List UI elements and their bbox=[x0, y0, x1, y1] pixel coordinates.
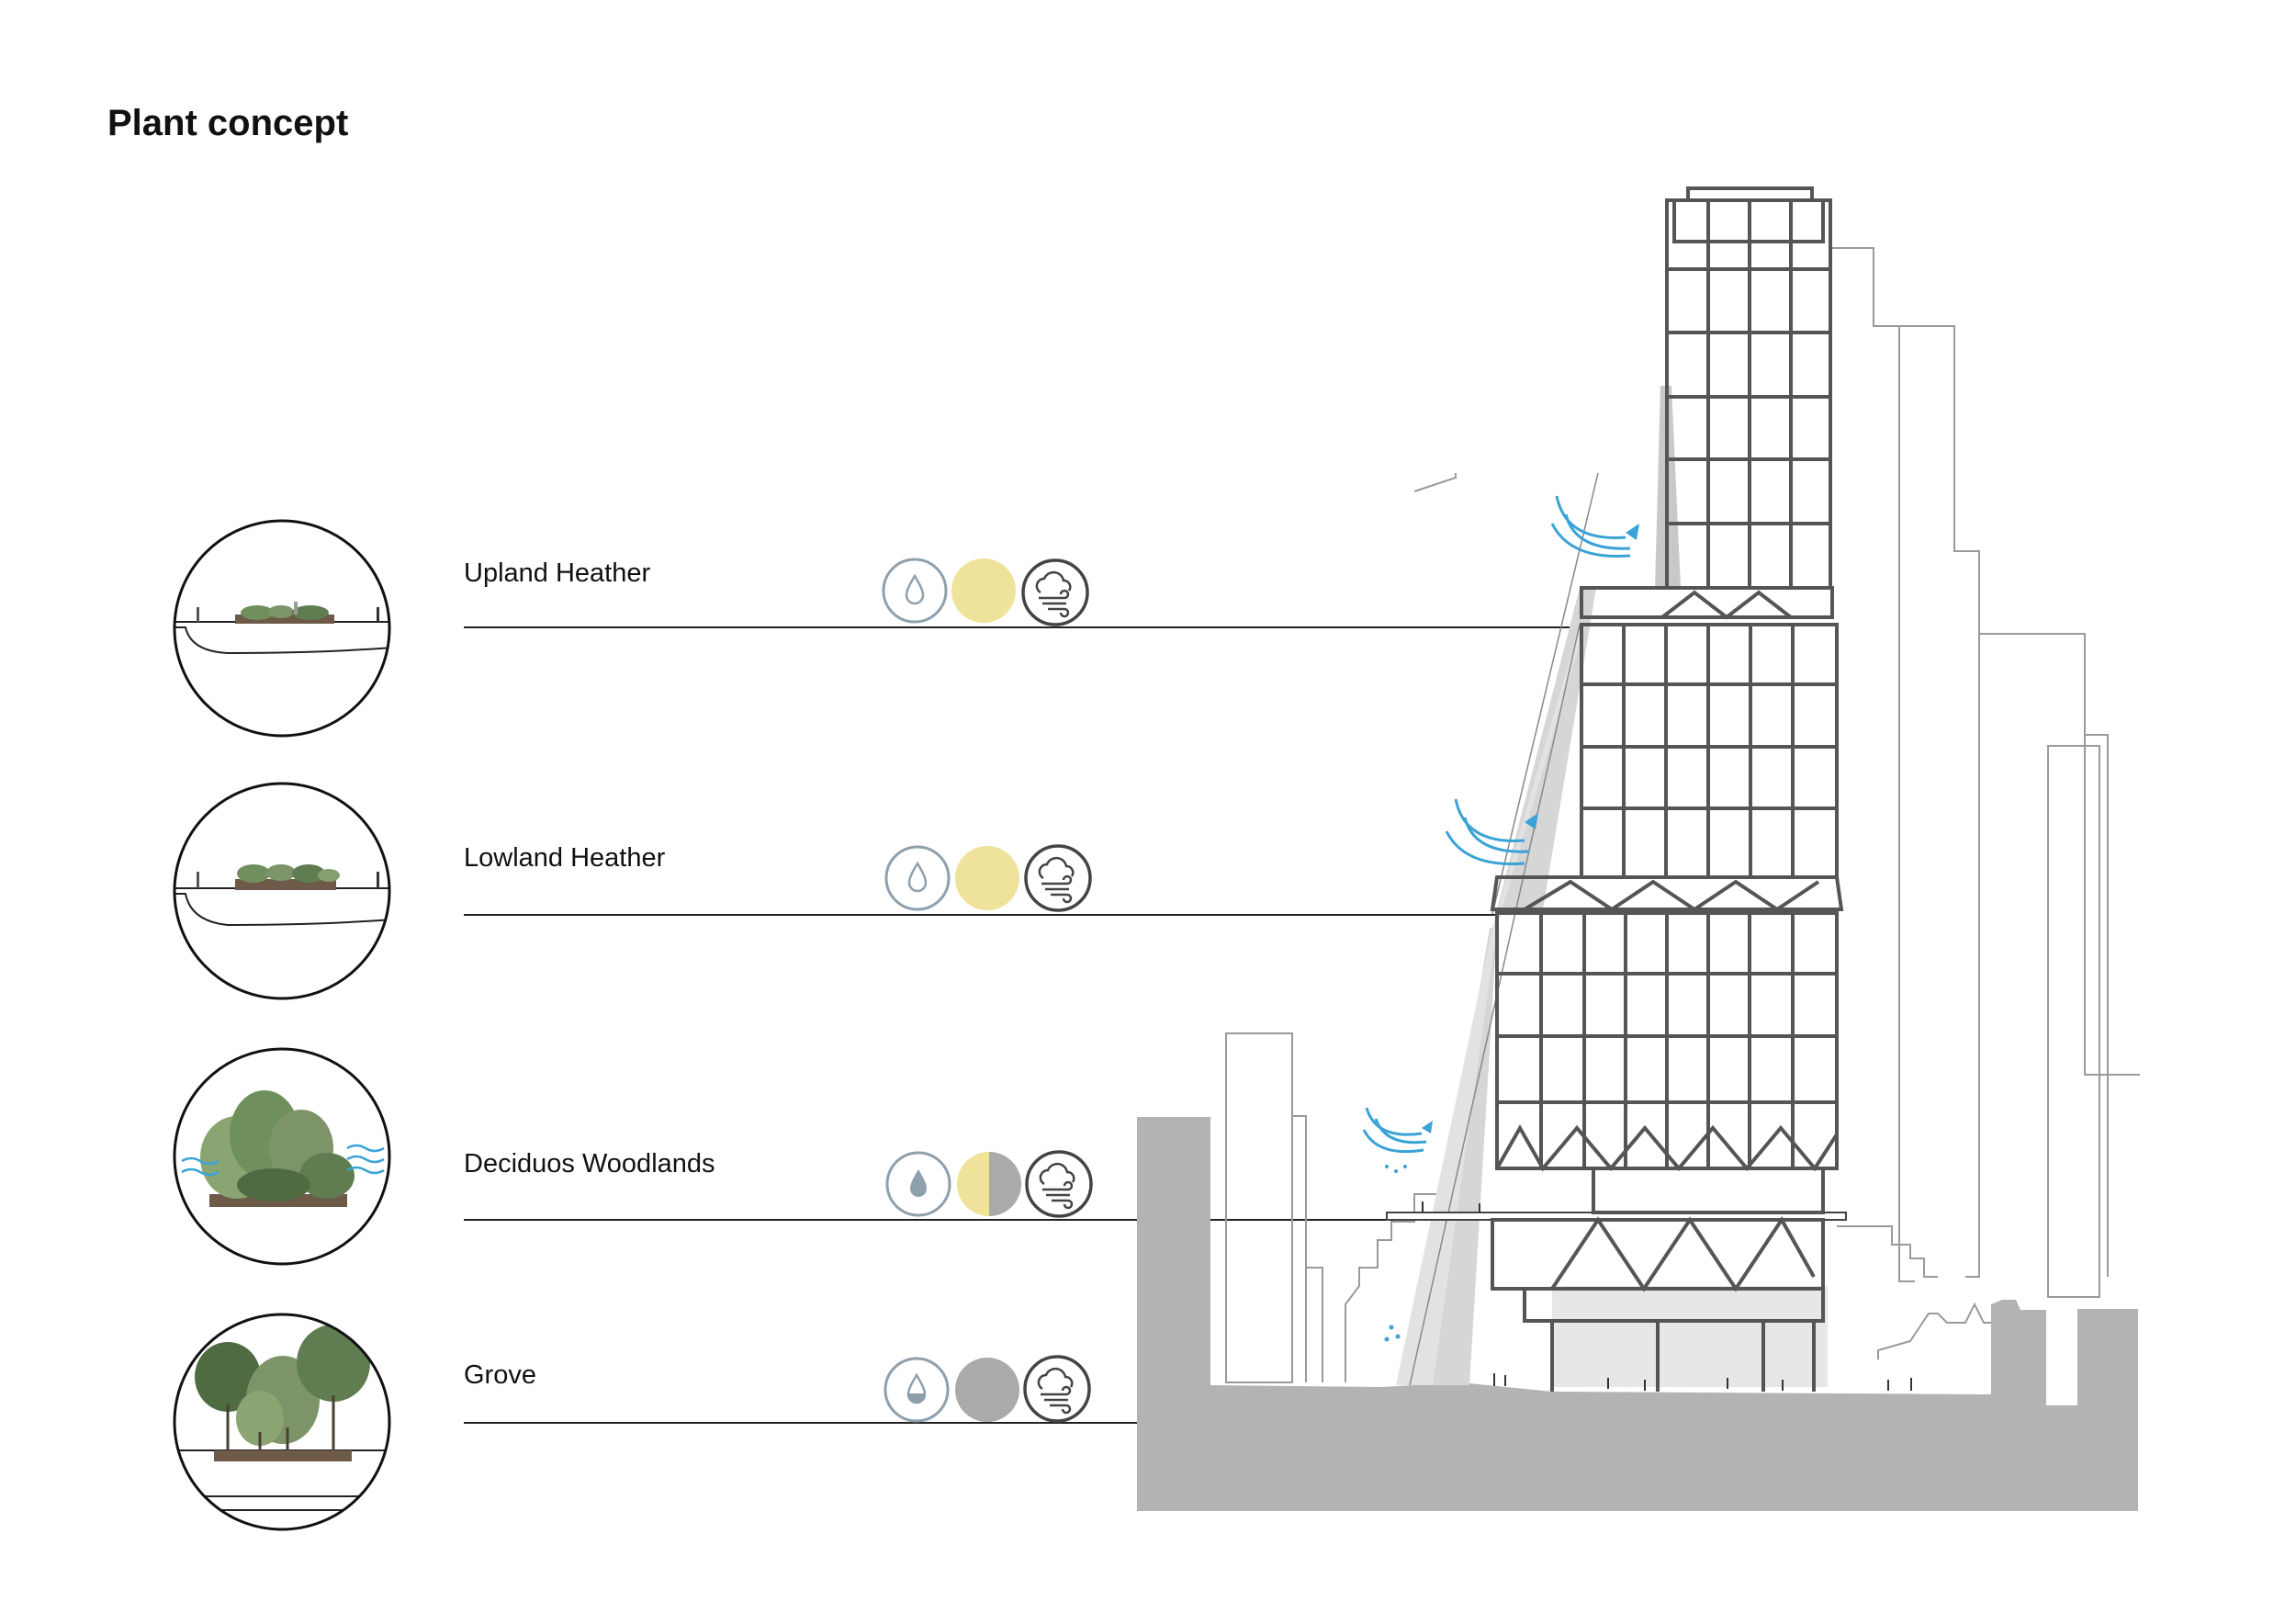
wind-arrows bbox=[1362, 495, 1631, 1154]
wind-cloud-icon bbox=[1025, 1150, 1093, 1218]
page-title: Plant concept bbox=[107, 103, 349, 143]
grove-thumbnail bbox=[173, 1313, 391, 1531]
full-sun-icon bbox=[951, 558, 1016, 623]
zone-label-upland-heather: Upland Heather bbox=[464, 558, 651, 588]
zone-line-upland-heather bbox=[464, 626, 1580, 628]
shade-icon bbox=[955, 1358, 1019, 1422]
wind-cloud-icon bbox=[1023, 1355, 1091, 1423]
zone-line-deciduous-woodlands bbox=[464, 1219, 1397, 1221]
water-drop-icon bbox=[882, 558, 948, 624]
shadow-wedges bbox=[1396, 386, 1828, 1387]
zone-line-grove bbox=[464, 1422, 1140, 1424]
tower-structure bbox=[1490, 186, 1844, 1392]
zone-line-lowland-heather bbox=[464, 914, 1497, 916]
full-sun-icon bbox=[955, 846, 1019, 910]
deciduous-woodlands-thumbnail bbox=[173, 1047, 391, 1266]
wind-cloud-icon bbox=[1024, 844, 1092, 912]
wind-cloud-icon bbox=[1021, 558, 1089, 626]
ground-section bbox=[1137, 1117, 2138, 1511]
zone-label-lowland-heather: Lowland Heather bbox=[464, 843, 666, 873]
water-drop-icon bbox=[884, 845, 951, 911]
water-drop-half-icon bbox=[884, 1357, 950, 1423]
lowland-heather-thumbnail bbox=[173, 782, 391, 1000]
zone-label-grove: Grove bbox=[464, 1360, 536, 1390]
upland-heather-thumbnail bbox=[173, 519, 391, 738]
water-drop-filled-icon bbox=[885, 1151, 951, 1217]
partial-sun-icon bbox=[957, 1152, 1021, 1216]
zone-label-deciduous-woodlands: Deciduos Woodlands bbox=[464, 1149, 715, 1179]
